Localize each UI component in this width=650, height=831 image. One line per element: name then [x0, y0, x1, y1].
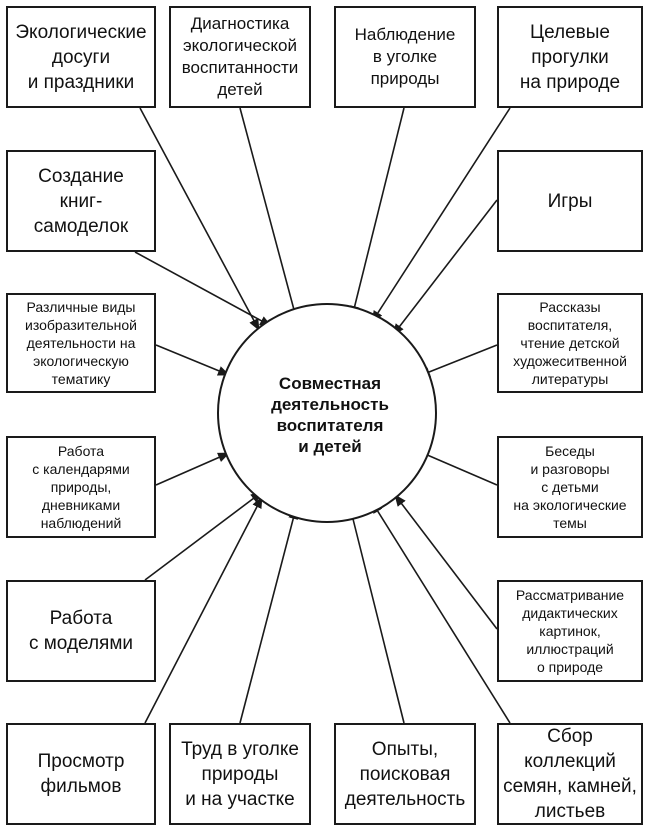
- box-models-text: Работа с моделями: [28, 608, 134, 654]
- box-visual-activities-text: Различные виды изобразительной деятельно…: [25, 299, 137, 387]
- box-homemade-books-text: Создание книг- самоделок: [33, 165, 129, 237]
- arrow-ecological-leisure: [139, 107, 260, 331]
- box-games-text: Игры: [547, 190, 593, 212]
- arrow-homemade-books: [134, 251, 272, 327]
- box-nature-walks: Целевые прогулки на природе: [497, 6, 643, 108]
- box-ecological-leisure: Экологические досуги и праздники: [6, 6, 156, 108]
- box-observation: Наблюдение в уголке природы: [334, 6, 476, 108]
- arrow-films: [144, 496, 263, 724]
- box-films: Просмотр фильмов: [6, 723, 156, 825]
- box-conversations: Беседы и разговоры с детьми на экологиче…: [497, 436, 643, 538]
- arrow-games: [392, 199, 498, 336]
- arrows-group: [134, 107, 511, 724]
- arrow-stories-reading: [418, 344, 498, 377]
- box-collections: Сбор коллекций семян, камней, листьев: [497, 723, 643, 825]
- box-pictures-text: Рассматривание дидактических картинок, и…: [515, 587, 625, 675]
- box-stories-reading-text: Рассказы воспитателя, чтение детской худ…: [513, 299, 627, 387]
- arrow-collections: [371, 501, 511, 724]
- box-pictures: Рассматривание дидактических картинок, и…: [497, 580, 643, 682]
- box-labor-text: Труд в уголке природы и на участке: [181, 738, 299, 810]
- box-films-text: Просмотр фильмов: [37, 751, 125, 797]
- box-diagnostics-text: Диагностика экологической воспитанности …: [181, 14, 299, 99]
- arrow-diagnostics: [239, 107, 299, 322]
- box-experiments: Опыты, поисковая деятельность: [334, 723, 476, 825]
- arrow-calendars: [155, 452, 230, 486]
- arrow-pictures: [394, 494, 498, 630]
- center-label-text: Совместная деятельность воспитателя и де…: [271, 374, 389, 456]
- center-label: Совместная деятельность воспитателя и де…: [230, 365, 430, 465]
- box-labor: Труд в уголке природы и на участке: [169, 723, 311, 825]
- arrow-experiments: [347, 506, 405, 724]
- box-diagnostics: Диагностика экологической воспитанности …: [169, 6, 311, 108]
- arrow-conversations: [417, 450, 498, 486]
- arrow-models: [144, 491, 263, 581]
- box-visual-activities: Различные виды изобразительной деятельно…: [6, 293, 156, 393]
- arrow-visual-activities: [155, 344, 230, 376]
- arrow-observation: [349, 107, 405, 318]
- box-nature-walks-text: Целевые прогулки на природе: [519, 21, 621, 93]
- box-experiments-text: Опыты, поисковая деятельность: [344, 738, 466, 810]
- center-circle: [217, 303, 437, 523]
- box-conversations-text: Беседы и разговоры с детьми на экологиче…: [513, 443, 627, 531]
- box-models: Работа с моделями: [6, 580, 156, 682]
- box-ecological-leisure-text: Экологические досуги и праздники: [15, 21, 147, 93]
- arrow-nature-walks: [371, 107, 511, 323]
- box-calendars-text: Работа с календарями природы, дневниками…: [32, 443, 130, 531]
- box-stories-reading: Рассказы воспитателя, чтение детской худ…: [497, 293, 643, 393]
- box-homemade-books: Создание книг- самоделок: [6, 150, 156, 252]
- box-collections-text: Сбор коллекций семян, камней, листьев: [503, 726, 637, 822]
- box-calendars: Работа с календарями природы, дневниками…: [6, 436, 156, 538]
- arrow-labor: [239, 507, 299, 724]
- box-games: Игры: [497, 150, 643, 252]
- box-observation-text: Наблюдение в уголке природы: [354, 25, 456, 88]
